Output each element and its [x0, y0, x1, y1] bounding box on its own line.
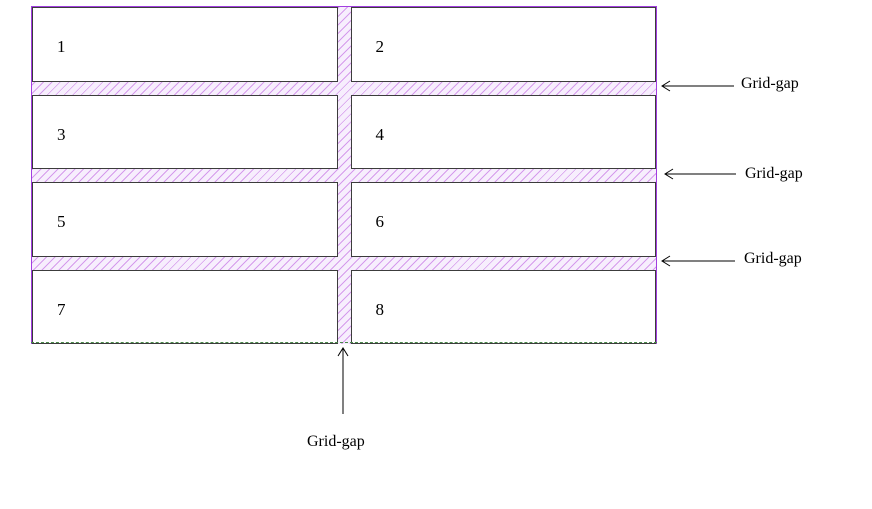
column-gap-label: Grid-gap — [307, 433, 365, 450]
cell-label: 8 — [375, 299, 385, 319]
cell-label: 6 — [375, 212, 385, 231]
grid-cell-6: 6 — [350, 182, 656, 257]
grid-cell-2: 2 — [350, 7, 656, 82]
cell-label: 7 — [57, 299, 66, 319]
grid-cell-7: 7 — [32, 269, 338, 344]
row-gap-label-1: Grid-gap — [741, 75, 799, 92]
grid-cell-3: 3 — [32, 94, 338, 169]
grid-cell-8: 8 — [350, 269, 656, 344]
cell-label: 5 — [57, 212, 66, 231]
grid-container: 1 2 3 4 5 6 7 8 — [31, 6, 657, 344]
column-gap-arrow — [337, 347, 349, 414]
row-gap-label-3: Grid-gap — [744, 250, 802, 267]
row-gap-arrow-3 — [661, 255, 735, 267]
cell-label: 4 — [375, 124, 385, 144]
cell-label: 1 — [57, 37, 66, 56]
row-gap-arrow-1 — [661, 80, 734, 92]
cell-label: 3 — [57, 124, 66, 144]
grid-cell-5: 5 — [32, 182, 338, 257]
grid-bottom-edge — [31, 342, 657, 343]
row-gap-arrow-2 — [664, 168, 736, 180]
grid-cell-4: 4 — [350, 94, 656, 169]
cell-label: 2 — [375, 37, 385, 56]
row-gap-label-2: Grid-gap — [745, 165, 803, 182]
grid-cell-1: 1 — [32, 7, 338, 82]
